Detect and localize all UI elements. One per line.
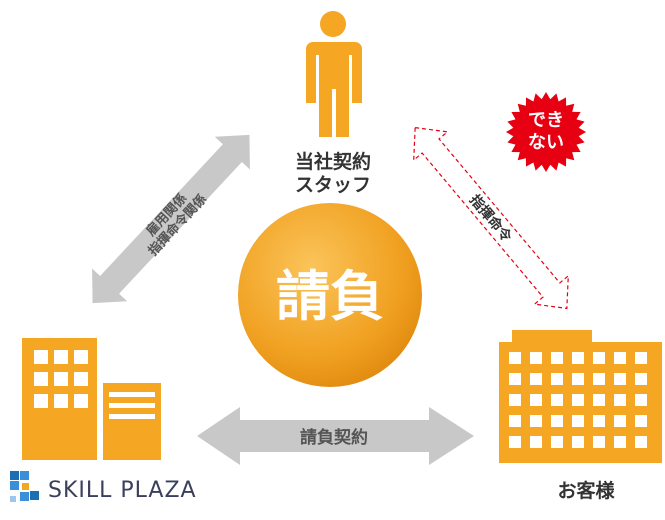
client-building-window: [614, 373, 626, 385]
company-building-icon: [22, 338, 161, 460]
bottom-arrow-label: 請負契約: [300, 427, 368, 448]
client-building-window: [635, 394, 647, 406]
client-building-window: [509, 373, 521, 385]
client-building-window: [614, 352, 626, 364]
client-building-window: [635, 436, 647, 448]
client-building-window: [635, 415, 647, 427]
client-building-window: [593, 352, 605, 364]
client-building-window: [572, 373, 584, 385]
client-building-window: [551, 394, 563, 406]
client-building-window: [593, 373, 605, 385]
right-arrow-label: 指揮命令: [466, 191, 516, 246]
center-label: 請負: [276, 265, 384, 328]
staff-label-line2: スタッフ: [295, 174, 371, 196]
cannot-badge: でき ない: [506, 92, 586, 172]
client-label: お客様: [557, 479, 615, 502]
client-building-window: [530, 352, 542, 364]
client-building-window: [572, 436, 584, 448]
client-building-window: [572, 415, 584, 427]
client-building-window: [551, 415, 563, 427]
client-building-window: [593, 436, 605, 448]
client-building-window: [614, 394, 626, 406]
client-building-window: [614, 415, 626, 427]
center-contract-circle: 請負: [238, 203, 422, 387]
client-building-window: [530, 436, 542, 448]
client-building-window: [572, 352, 584, 364]
client-building-window: [551, 436, 563, 448]
client-building-window: [509, 436, 521, 448]
client-building-window: [509, 352, 521, 364]
client-building-window: [551, 352, 563, 364]
client-building-window: [509, 415, 521, 427]
client-building-window: [530, 394, 542, 406]
client-building-window: [614, 436, 626, 448]
brand-name: SKILL PLAZA: [48, 478, 197, 503]
skill-plaza-logo-icon: [10, 471, 39, 502]
person-icon: [306, 11, 362, 137]
client-building-window: [572, 394, 584, 406]
badge-line1: でき: [528, 110, 564, 131]
client-building-window: [593, 394, 605, 406]
client-building-window: [635, 373, 647, 385]
client-building-window: [509, 394, 521, 406]
staff-label-line1: 当社契約: [295, 150, 371, 173]
client-building-window: [635, 352, 647, 364]
contract-arrow: 請負契約: [197, 407, 474, 465]
client-building-window: [530, 415, 542, 427]
client-building-icon: [499, 330, 662, 463]
client-building-window: [530, 373, 542, 385]
badge-line2: ない: [528, 132, 564, 153]
client-building-window: [551, 373, 563, 385]
client-building-window: [593, 415, 605, 427]
